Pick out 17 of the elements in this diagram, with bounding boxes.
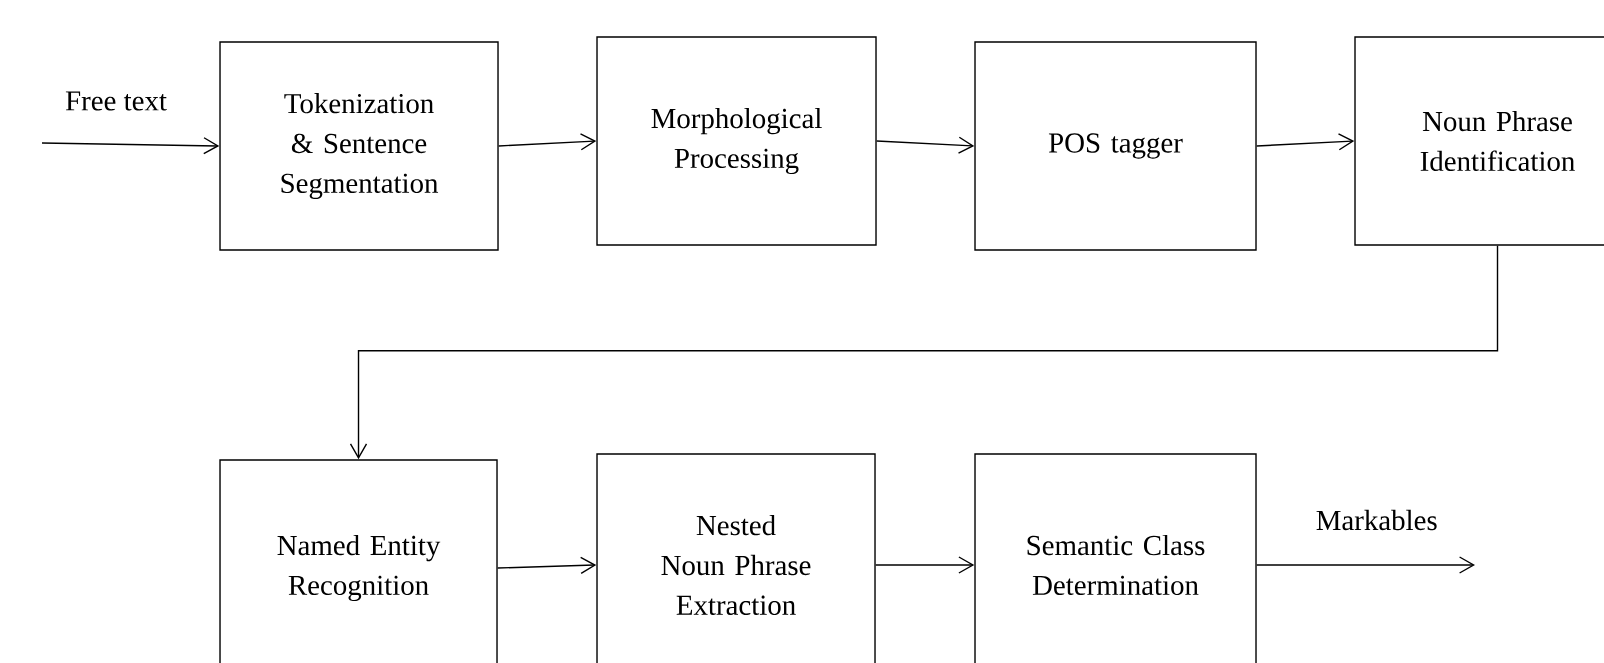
arrow [41,137,220,155]
process-box: Tokenization & Sentence Segmentation [219,41,499,251]
process-box: Morphological Processing [596,36,877,246]
arrow [349,245,1499,460]
process-box: POS tagger [974,41,1257,251]
arrow [875,556,975,574]
process-box: Noun Phrase Identification [1354,36,1604,246]
arrow [497,556,597,575]
edge-label: Free text [63,89,169,113]
process-box: Nested Noun Phrase Extraction [596,453,876,663]
edge-label: Markables [1313,507,1440,533]
process-box: Named Entity Recognition [219,459,498,663]
arrow [498,133,597,151]
arrow [1256,556,1475,574]
arrow [876,136,975,154]
process-box: Semantic Class Determination [974,453,1257,663]
arrow [1256,133,1355,151]
